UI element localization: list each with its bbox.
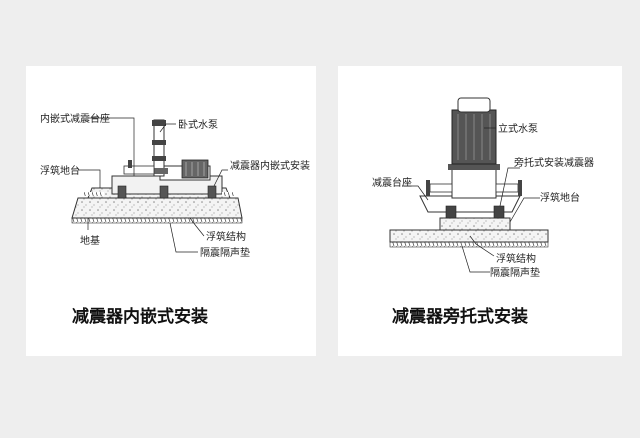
label-floating-structure-left: 浮筑结构 (206, 230, 246, 243)
label-floating-platform-left: 浮筑地台 (40, 164, 80, 177)
label-isolation-base: 减震台座 (372, 176, 412, 189)
right-isolation-pad-shape (389, 241, 549, 248)
left-isolator-3 (207, 185, 217, 199)
embedded-install-drawing (71, 117, 243, 253)
left-pump-motor (181, 159, 209, 179)
label-vertical-pump: 立式水泵 (498, 122, 538, 135)
right-pipe-left (429, 183, 453, 193)
left-side-pipe (123, 165, 155, 175)
label-side-isolator: 旁托式安装减震器 (514, 156, 594, 169)
label-floating-structure-right: 浮筑结构 (496, 252, 536, 265)
label-embedded-base: 内嵌式减震台座 (40, 112, 110, 125)
right-floating-platform (439, 217, 511, 231)
right-pump-casing (451, 167, 497, 199)
right-floating-slab (389, 229, 549, 243)
right-motor-cap (457, 97, 491, 113)
left-floating-slab (71, 197, 243, 219)
label-foundation: 地基 (80, 234, 100, 247)
caption-side-install: 减震器旁托式安装 (392, 307, 528, 327)
right-isolator-1 (445, 205, 457, 219)
label-isolation-pad-left: 隔震隔声垫 (200, 246, 250, 259)
label-floating-platform-right: 浮筑地台 (540, 191, 580, 204)
side-install-drawing (389, 97, 549, 273)
label-isolator-embedded: 减震器内嵌式安装 (230, 159, 310, 172)
right-isolator-2 (493, 205, 505, 219)
left-isolator-1 (117, 185, 127, 199)
right-pipe-right (495, 183, 519, 193)
label-horizontal-pump: 卧式水泵 (178, 118, 218, 131)
label-isolation-pad-right: 隔震隔声垫 (490, 266, 540, 279)
left-isolation-pad-shape (71, 217, 243, 224)
left-isolator-2 (159, 185, 169, 199)
caption-embedded-install: 减震器内嵌式安装 (72, 307, 208, 327)
